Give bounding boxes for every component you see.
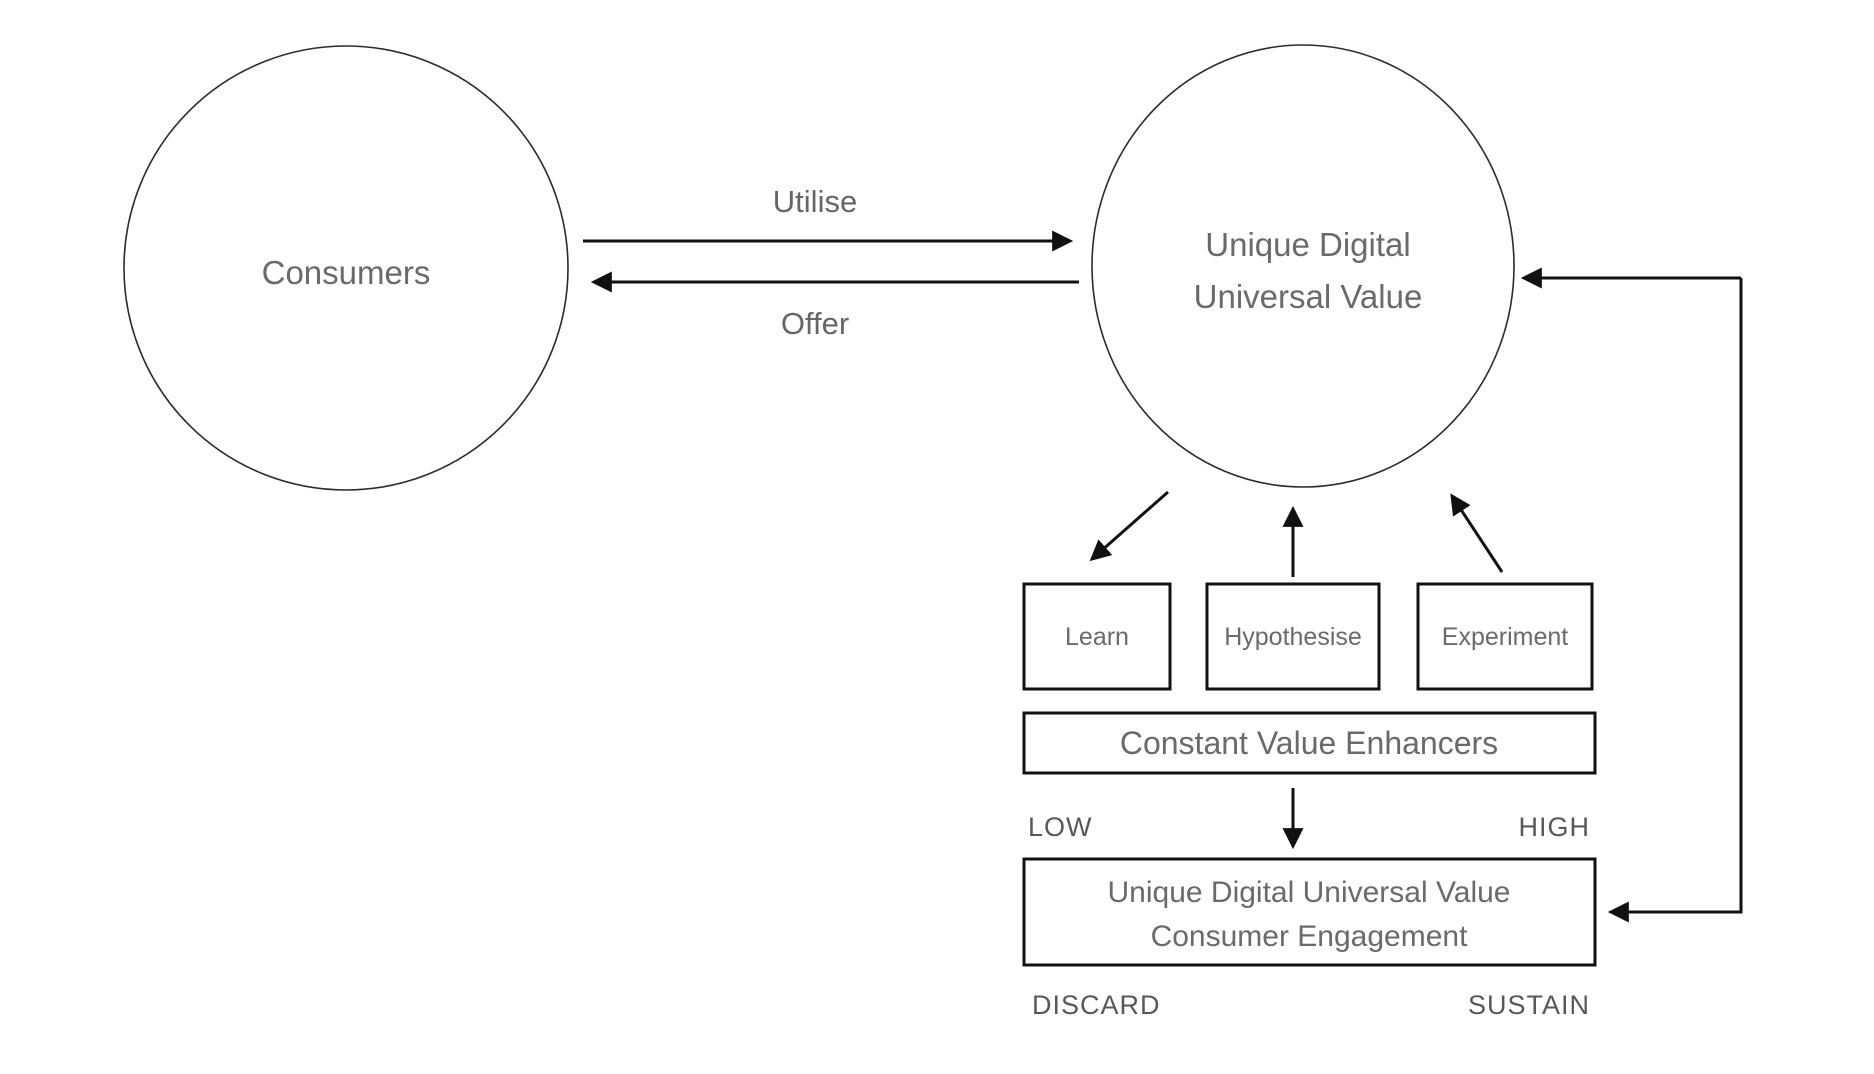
consumers-circle [123, 45, 569, 491]
hypothesise-label: Hypothesise [1224, 623, 1362, 651]
uduv-circle-label-line2: Universal Value [1194, 278, 1423, 315]
constant-value-enhancers-label: Constant Value Enhancers [1120, 725, 1498, 761]
engagement-label-line1: Unique Digital Universal Value [1108, 876, 1511, 909]
experiment-to-circle-arrow [1450, 493, 1504, 573]
learn-label: Learn [1065, 623, 1129, 651]
discard-label: DISCARD [1032, 990, 1161, 1020]
uduv-circle [1091, 44, 1515, 488]
uduv-circle-label-line1: Unique Digital [1205, 226, 1410, 263]
experiment-box [1416, 582, 1594, 691]
low-label: LOW [1028, 812, 1093, 842]
experiment-label: Experiment [1442, 623, 1568, 651]
sustain-label: SUSTAIN [1468, 990, 1590, 1020]
utilise-arrow-label: Utilise [773, 184, 857, 219]
hypothesise-box [1205, 582, 1381, 691]
engagement-label-line2: Consumer Engagement [1151, 920, 1469, 953]
feedback-loop-arrow-to-engagement [1607, 278, 1743, 923]
offer-arrow-label: Offer [781, 306, 849, 341]
learn-box [1022, 582, 1172, 691]
high-label: HIGH [1519, 812, 1591, 842]
consumers-label: Consumers [262, 254, 431, 291]
constant-value-enhancers-box [1022, 711, 1597, 775]
circle-to-learn-arrow [1089, 490, 1169, 562]
engagement-box [1022, 857, 1597, 967]
